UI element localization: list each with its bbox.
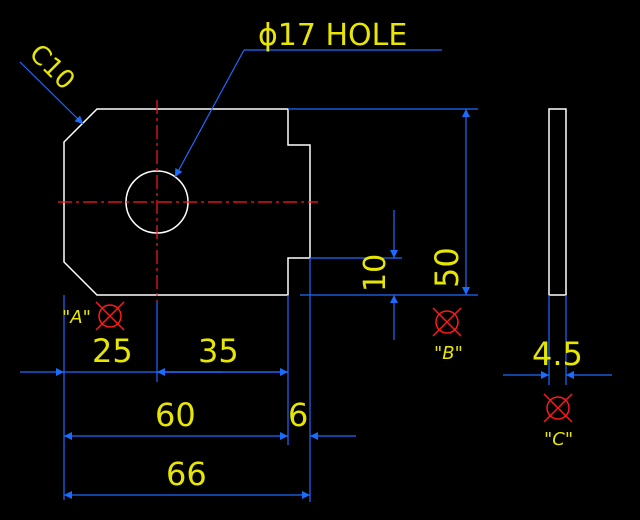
chamfer-label: C10 <box>23 39 80 96</box>
side-view-outline <box>548 108 567 296</box>
dim-50: 50 <box>428 247 466 288</box>
dim-10: 10 <box>358 254 393 292</box>
dim-4-5: 4.5 <box>532 335 583 373</box>
dim-25: 25 <box>92 332 133 370</box>
marker-a-label: "A" <box>62 307 91 328</box>
marker-a-symbol <box>95 301 125 331</box>
marker-c-label: "C" <box>544 429 573 450</box>
part-outline <box>63 108 311 296</box>
dim-60: 60 <box>155 396 196 434</box>
centerlines <box>58 100 318 302</box>
dim-66: 66 <box>166 455 207 493</box>
dimension-lines <box>19 49 612 502</box>
dim-35: 35 <box>198 332 239 370</box>
dim-6: 6 <box>288 396 308 434</box>
marker-b-label: "B" <box>434 343 463 364</box>
hole-callout-label: ϕ17 HOLE <box>258 18 407 53</box>
marker-b-symbol <box>432 307 462 337</box>
marker-c-symbol <box>543 393 573 423</box>
